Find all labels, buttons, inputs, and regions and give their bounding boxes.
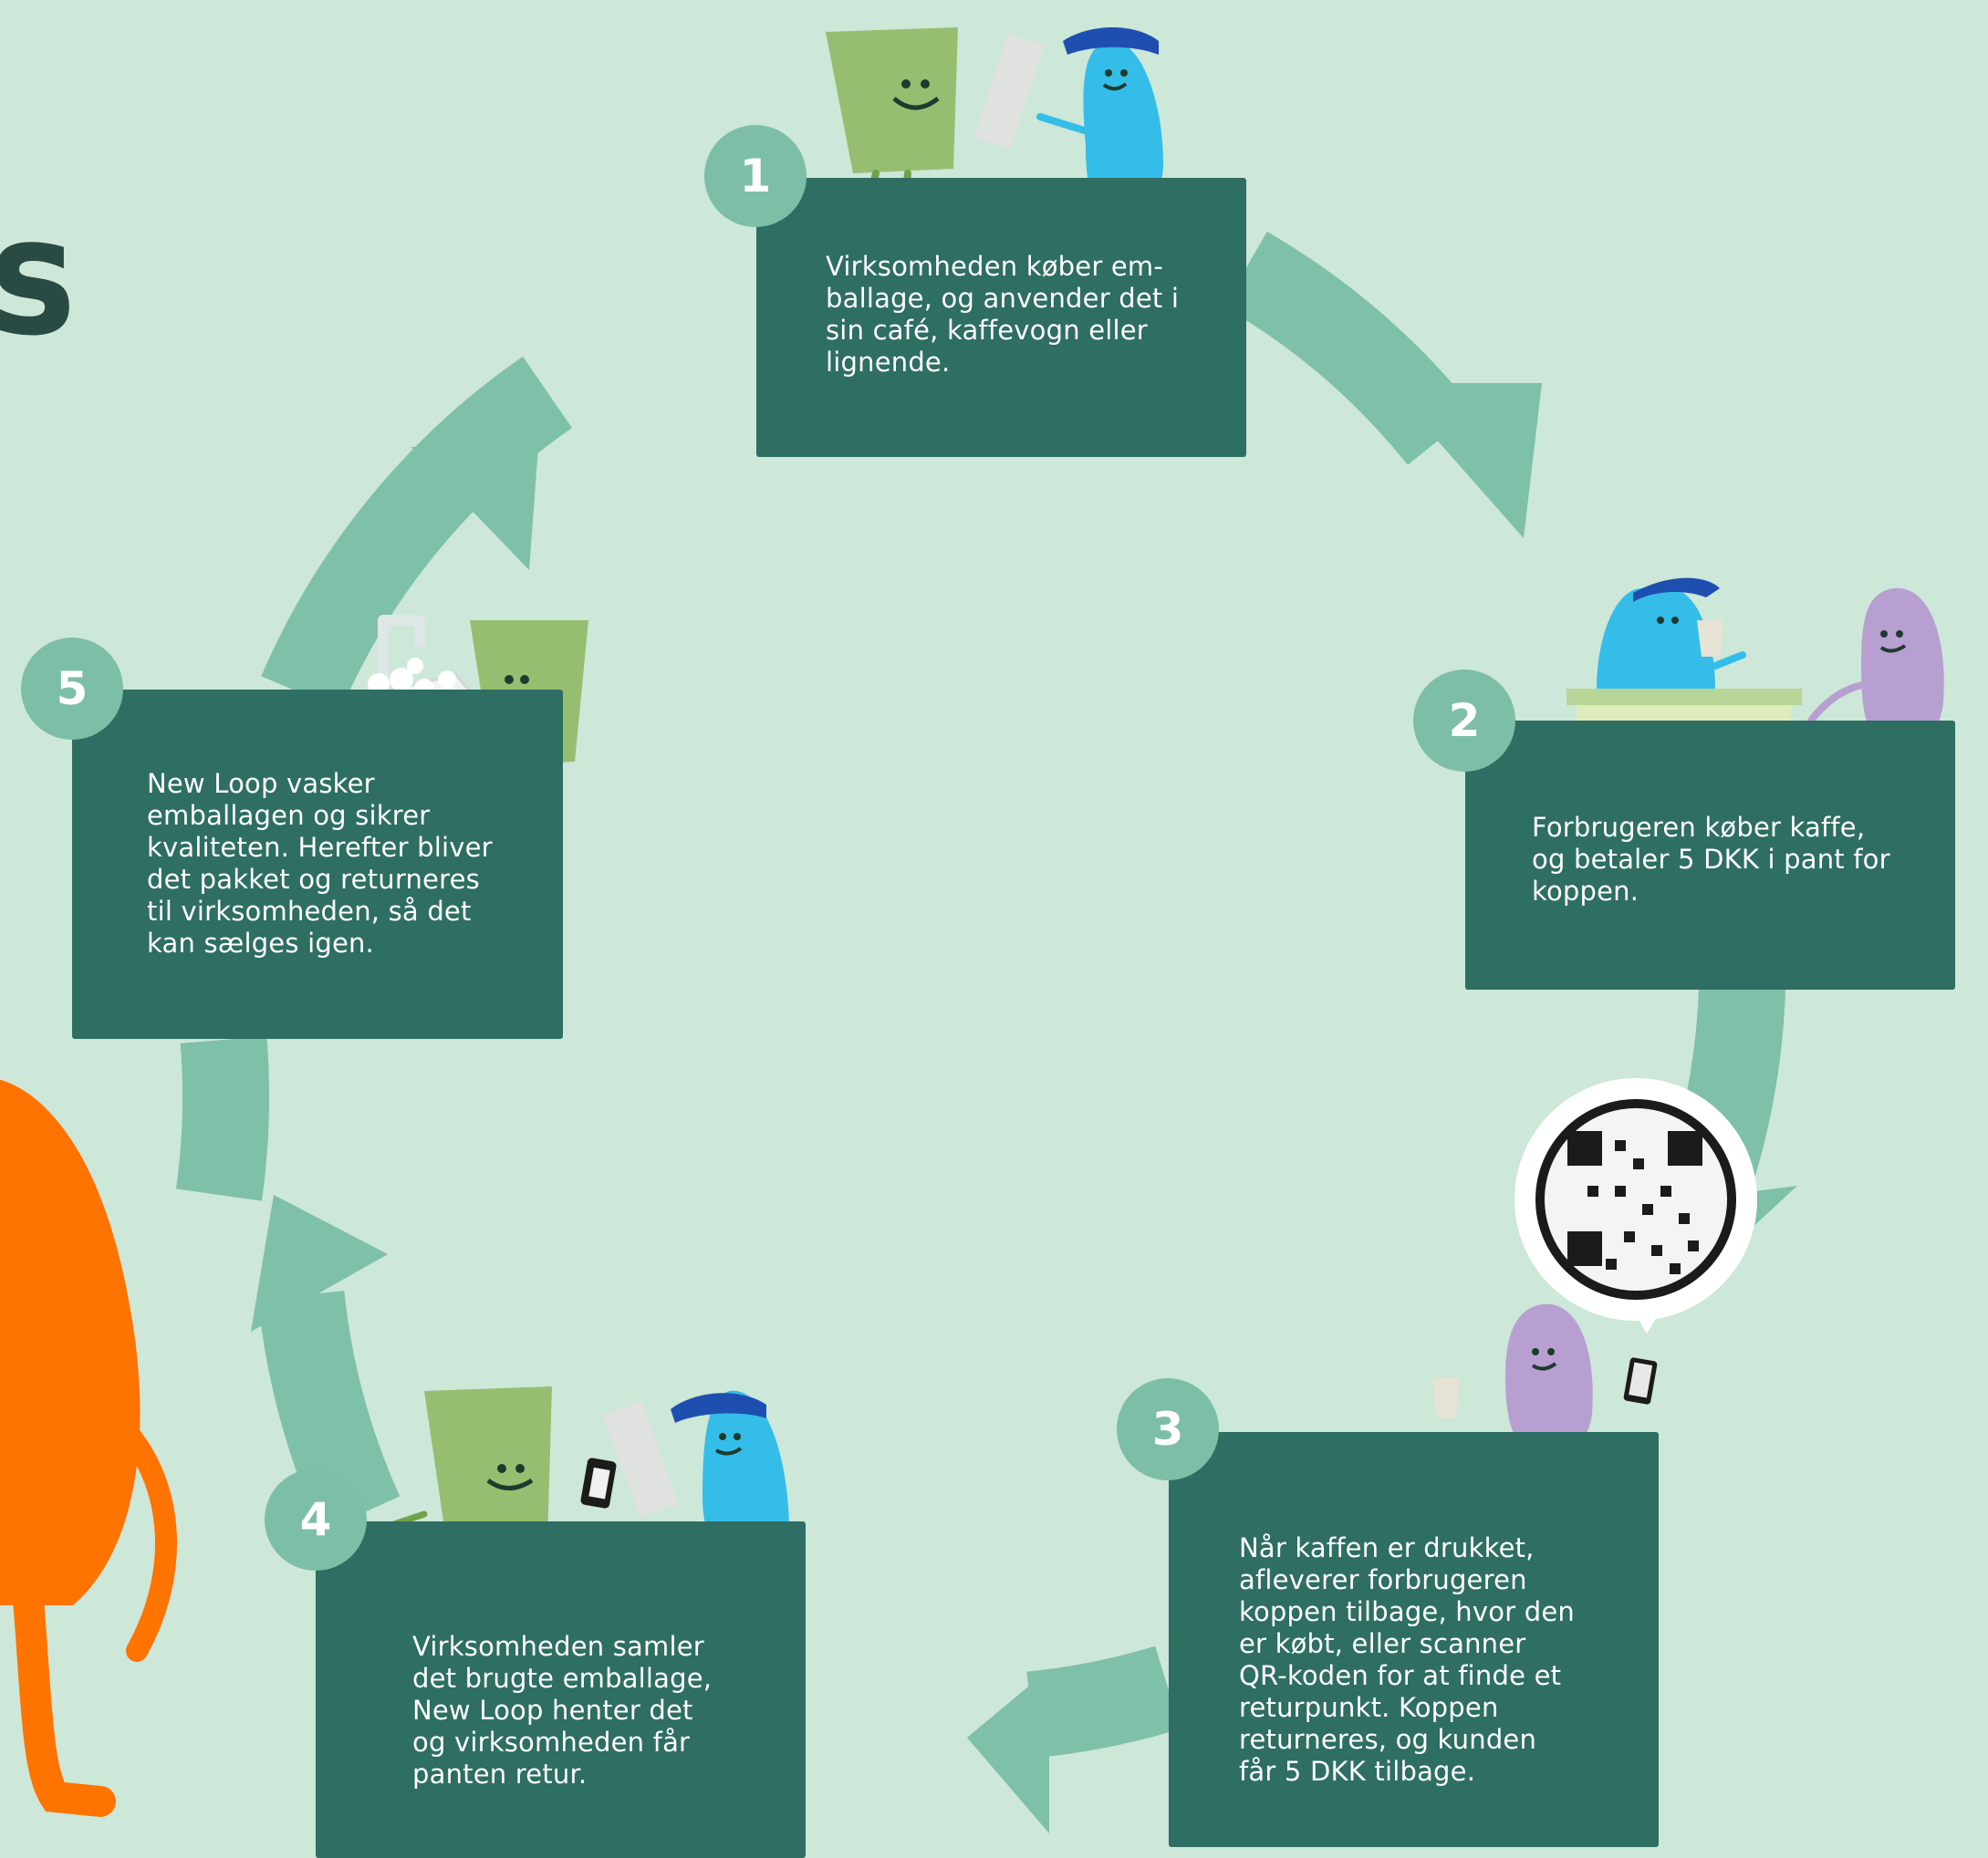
step-4-badge: 4 — [265, 1469, 367, 1571]
arrow-5-to-1 — [261, 356, 573, 711]
step-5-badge: 5 — [21, 638, 123, 740]
arrow-1-to-2 — [1223, 231, 1542, 538]
step-5-box: New Loop vasker emballagen og sikrer kva… — [72, 690, 563, 1039]
step-1-badge: 1 — [704, 125, 807, 227]
step-5-text: New Loop vasker emballagen og sikrer kva… — [147, 768, 493, 959]
step-3-box: Når kaffen er drukket, afleverer forbrug… — [1169, 1432, 1659, 1847]
step-3-text: Når kaffen er drukket, afleverer forbrug… — [1239, 1532, 1575, 1787]
step-4-box: Virksomheden samler det brugte emballage… — [316, 1521, 806, 1858]
step-2-box: Forbrugeren køber kaffe, og betaler 5 DK… — [1465, 721, 1955, 990]
orange-character — [0, 1079, 177, 1817]
arrow-3-to-4 — [967, 1645, 1181, 1833]
page-title-fragment: s — [0, 196, 76, 358]
step-3-illustration — [1432, 1078, 1757, 1490]
step-4-text: Virksomheden samler det brugte emballage… — [412, 1631, 713, 1790]
step-2-text: Forbrugeren køber kaffe, og betaler 5 DK… — [1532, 812, 1890, 907]
step-3-badge: 3 — [1117, 1378, 1219, 1480]
step-2-badge: 2 — [1413, 670, 1515, 772]
arrow-4-to-5 — [251, 1195, 401, 1532]
step-1-box: Virksomheden køber em- ballage, og anven… — [756, 178, 1246, 457]
step-1-text: Virksomheden køber em- ballage, og anven… — [826, 251, 1180, 378]
